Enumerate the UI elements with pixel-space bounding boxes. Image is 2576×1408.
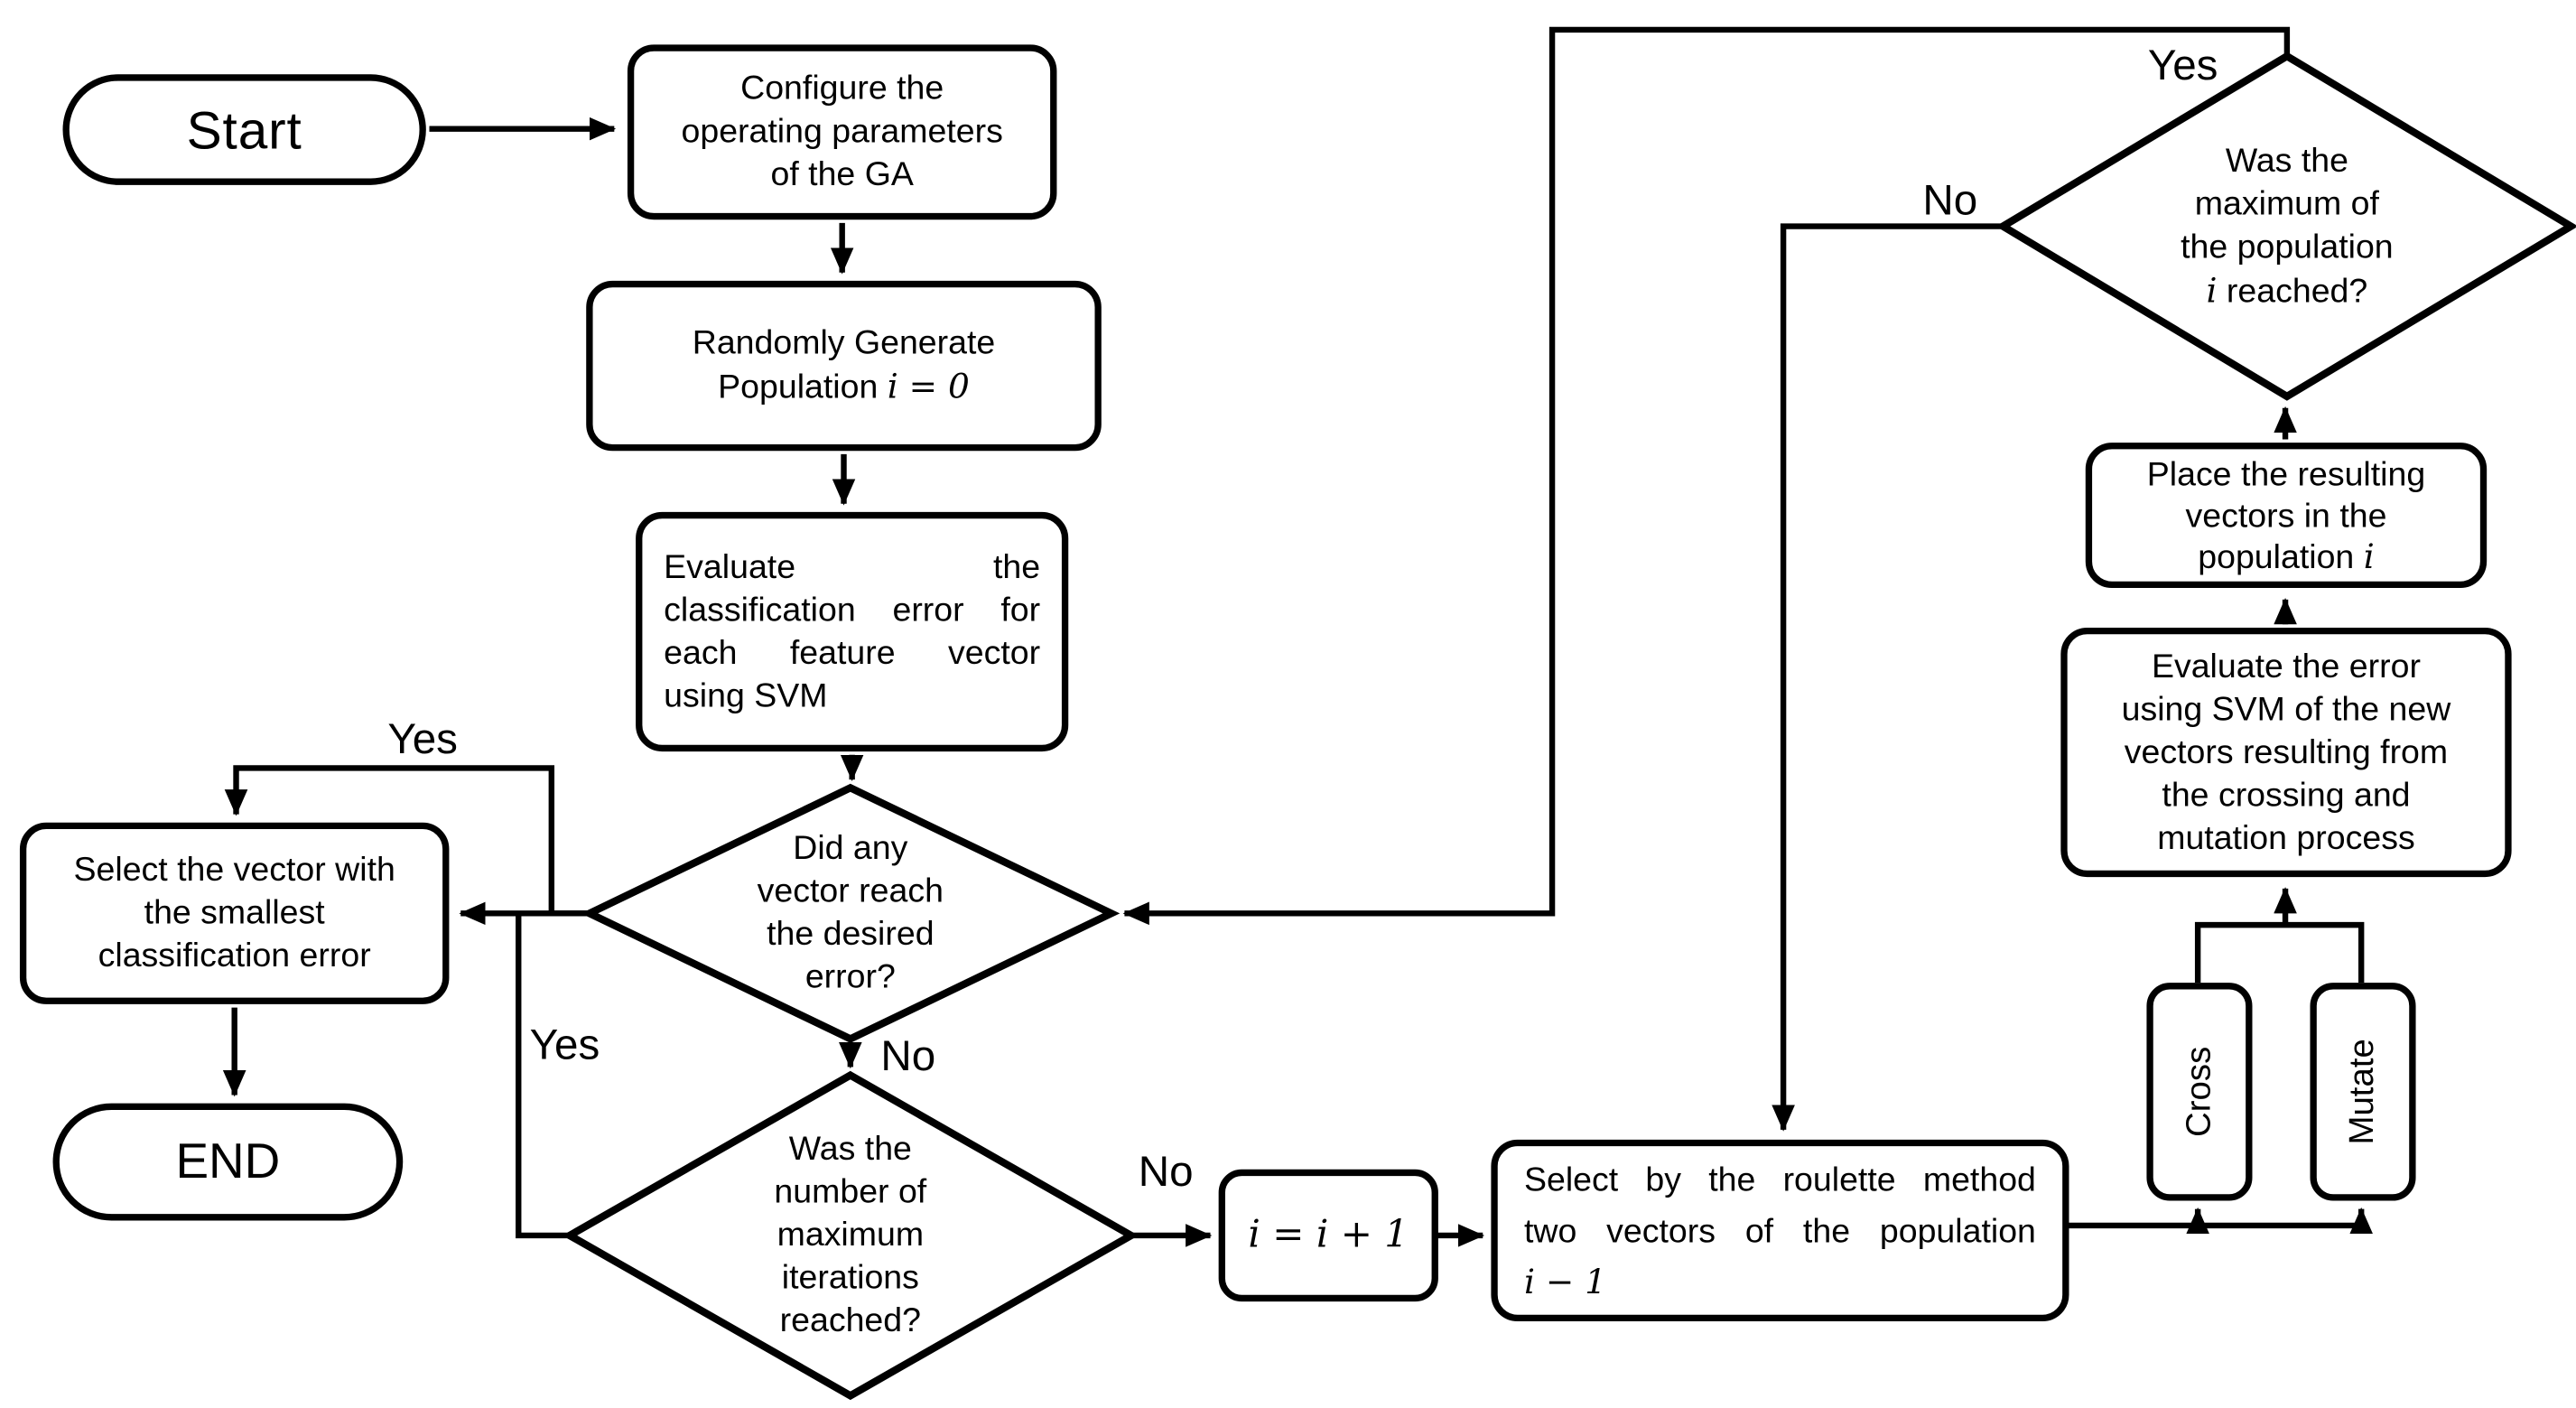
roulette-line: two vectors of the population xyxy=(1523,1211,2036,1250)
start-label: Start xyxy=(186,99,302,160)
increment-step: i = i + 1 xyxy=(1218,1169,1438,1302)
select-vector-line: the smallest xyxy=(144,893,325,932)
label-was-number-yes: Yes xyxy=(529,1019,600,1069)
generate-population-step: Randomly Generate Population i = 0 xyxy=(586,280,1102,452)
evaluate-line: using SVM xyxy=(664,676,828,714)
configure-line: operating parameters xyxy=(681,112,1003,151)
cross-label: Cross xyxy=(2180,1046,2218,1137)
place-vectors-step: Place the resulting vectors in the popul… xyxy=(2085,443,2488,589)
select-vector-line: Select the vector with xyxy=(73,850,395,889)
edge-was-max-no xyxy=(1772,223,2004,1132)
place-line: vectors in the xyxy=(2185,496,2387,535)
roulette-line-math: i − 1 xyxy=(1523,1261,1607,1301)
mutate-step: Mutate xyxy=(2310,983,2416,1201)
evaluate-new-line: using SVM of the new xyxy=(2121,689,2451,728)
place-line-math: population i xyxy=(2198,536,2374,577)
evaluate-new-vectors-step: Evaluate the error using SVM of the new … xyxy=(2060,627,2512,878)
edge-was-max-yes-loop xyxy=(1122,26,2291,926)
was-max-diamond xyxy=(1995,51,2576,401)
label-did-any-yes: Yes xyxy=(387,713,458,763)
roulette-line: Select by the roulette method xyxy=(1523,1160,2036,1198)
edge-cross-mutate-top-rail xyxy=(2194,921,2365,984)
generate-line: Randomly Generate xyxy=(692,323,996,362)
evaluate-new-line: mutation process xyxy=(2157,818,2415,857)
configure-line: of the GA xyxy=(770,154,914,193)
generate-line-math: Population i = 0 xyxy=(718,365,970,409)
label-was-max-yes: Yes xyxy=(2147,39,2218,89)
evaluate-new-line: vectors resulting from xyxy=(2124,732,2449,771)
place-math: i xyxy=(2363,536,2375,576)
label-was-number-no: No xyxy=(1138,1146,1194,1197)
edge-was-number-yes xyxy=(516,913,570,1239)
place-line: Place the resulting xyxy=(2146,454,2426,493)
start-terminator: Start xyxy=(62,74,426,185)
label-was-max-no: No xyxy=(1922,174,1978,225)
evaluate-new-line: Evaluate the error xyxy=(2151,646,2421,685)
evaluate-error-step: Evaluate the classification error for ea… xyxy=(636,511,1069,752)
end-terminator: END xyxy=(52,1103,404,1221)
generate-prefix: Population xyxy=(718,368,888,406)
configure-line: Configure the xyxy=(740,69,944,107)
place-prefix: population xyxy=(2198,537,2364,576)
evaluate-line: classification error for xyxy=(664,590,1041,629)
evaluate-new-line: the crossing and xyxy=(2162,775,2411,814)
label-did-any-no: No xyxy=(880,1030,936,1081)
select-vector-step: Select the vector with the smallest clas… xyxy=(19,822,450,1004)
cross-step: Cross xyxy=(2146,983,2253,1201)
was-number-diamond xyxy=(562,1070,1139,1401)
did-any-diamond xyxy=(581,783,1121,1043)
evaluate-line: each feature vector xyxy=(664,633,1041,672)
increment-math: i = i + 1 xyxy=(1248,1214,1409,1257)
select-vector-line: classification error xyxy=(98,936,371,974)
generate-math: i = 0 xyxy=(887,366,970,406)
mutate-label: Mutate xyxy=(2343,1039,2382,1145)
configure-step: Configure the operating parameters of th… xyxy=(627,44,1057,220)
evaluate-line: Evaluate the xyxy=(664,547,1041,586)
edge-roulette-to-mutate xyxy=(2067,1207,2373,1235)
roulette-select-step: Select by the roulette method two vector… xyxy=(1491,1139,2069,1322)
end-label: END xyxy=(175,1133,281,1189)
